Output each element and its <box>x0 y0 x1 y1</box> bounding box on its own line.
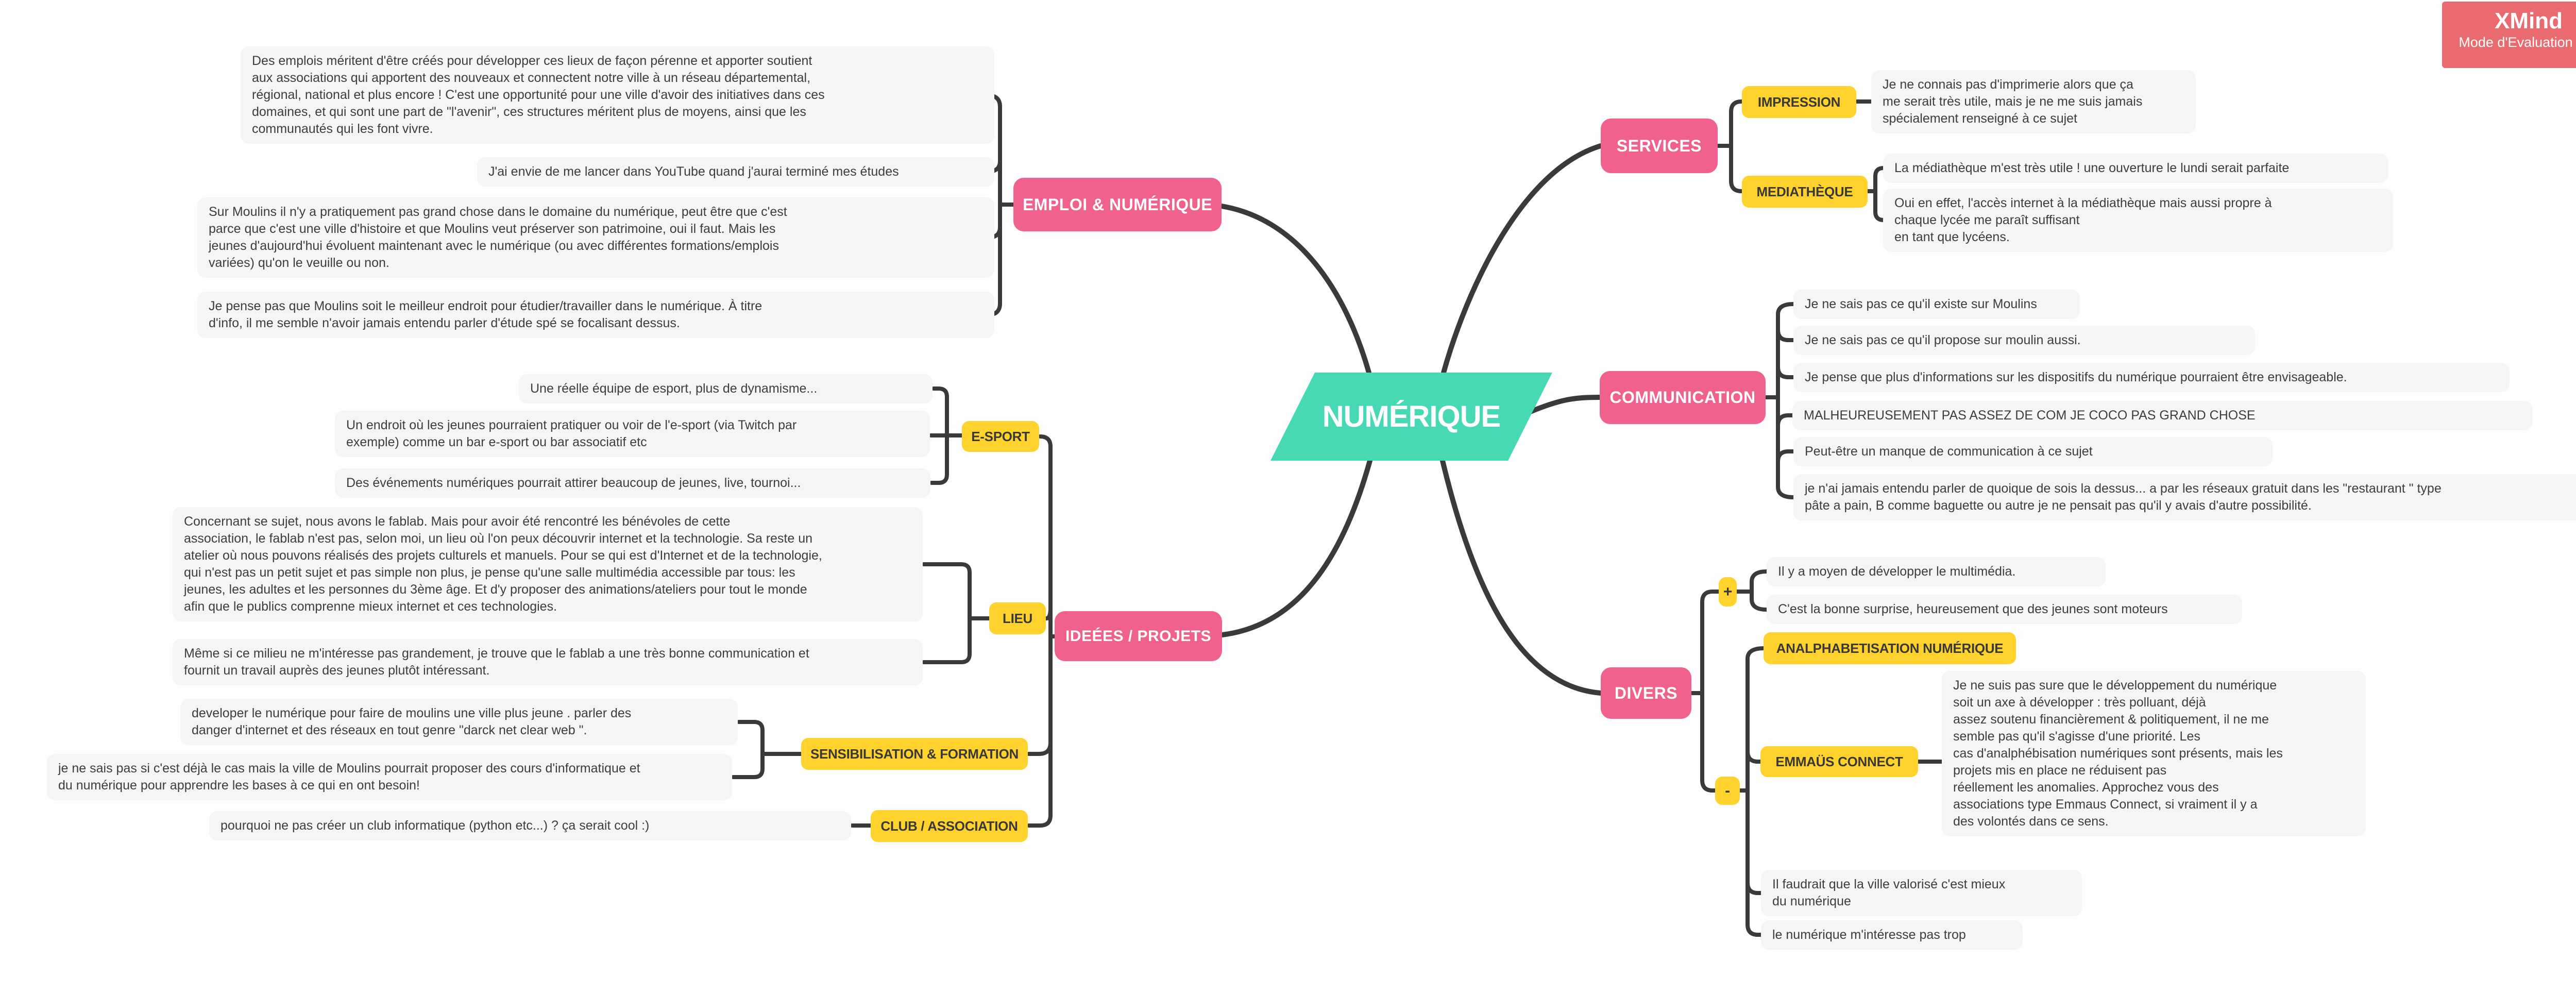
topic-services[interactable]: SERVICES <box>1601 119 1718 173</box>
note-interesse-pas-trop[interactable]: le numérique m'intéresse pas trop <box>1761 920 2023 950</box>
note-ville-plus-jeune[interactable]: developer le numérique pour faire de mou… <box>180 699 738 745</box>
xmind-evaluation-badge: XMind Mode d'Evaluation <box>2442 2 2576 68</box>
subtopic-emmaus-connect[interactable]: EMMAÜS CONNECT <box>1760 746 1918 777</box>
subtopic-minus[interactable]: - <box>1715 777 1740 805</box>
note-developper-multimedia[interactable]: Il y a moyen de développer le multimédia… <box>1767 557 2106 586</box>
bracket-communication-hook-4 <box>1776 413 1795 428</box>
branch-numerique-services <box>1441 143 1603 375</box>
central-topic-numerique[interactable]: NUMÉRIQUE <box>1270 373 1552 461</box>
note-emplois-merites[interactable]: Des emplois méritent d'être créés pour d… <box>241 46 994 144</box>
note-jeunes-moteurs[interactable]: C'est la bonne surprise, heureusement qu… <box>1767 595 2242 624</box>
bracket-idees-hook-sensibilisation <box>1027 740 1053 756</box>
branch-numerique-divers <box>1440 458 1603 696</box>
note-pas-assez-de-com[interactable]: MALHEUREUSEMENT PAS ASSEZ DE COM JE COCO… <box>1792 401 2532 430</box>
note-bar-esport[interactable]: Un endroit où les jeunes pourraient prat… <box>335 411 930 457</box>
note-manque-communication[interactable]: Peut-être un manque de communication à c… <box>1793 437 2273 466</box>
bracket-communication-hook-2 <box>1776 328 1795 342</box>
branch-numerique-communication <box>1527 395 1602 415</box>
xmind-brand-label: XMind <box>2495 8 2563 33</box>
subtopic-esport[interactable]: E-SPORT <box>962 421 1039 452</box>
topic-communication[interactable]: COMMUNICATION <box>1600 371 1766 424</box>
note-acces-internet-lycee[interactable]: Oui en effet, l'accès internet à la médi… <box>1883 189 2393 252</box>
subtopic-impression[interactable]: IMPRESSION <box>1742 86 1856 118</box>
note-moulins-patrimoine[interactable]: Sur Moulins il n'y a pratiquement pas gr… <box>197 197 994 278</box>
note-imprimerie[interactable]: Je ne connais pas d'imprimerie alors que… <box>1871 70 2196 133</box>
bracket-lieu-trunk <box>922 562 972 664</box>
note-youtube[interactable]: J'ai envie de me lancer dans YouTube qua… <box>477 157 994 187</box>
subtopic-plus[interactable]: + <box>1719 577 1737 607</box>
note-fablab-communication[interactable]: Même si ce milieu ne m'intéresse pas gra… <box>173 639 923 685</box>
subtopic-analphabetisation-numerique[interactable]: ANALPHABETISATION NUMÉRIQUE <box>1764 632 2016 664</box>
bracket-communication-hook-3 <box>1776 365 1795 379</box>
subtopic-club-association[interactable]: CLUB / ASSOCIATION <box>871 810 1028 842</box>
bracket-idees-hook-lieu <box>1044 606 1053 620</box>
topic-idees-projets[interactable]: IDEÉES / PROJETS <box>1055 611 1222 661</box>
topic-emploi-numerique[interactable]: EMPLOI & NUMÉRIQUE <box>1013 178 1222 231</box>
note-cours-informatique[interactable]: je ne sais pas si c'est déjà le cas mais… <box>47 754 732 800</box>
bracket-communication-trunk <box>1776 302 1795 499</box>
subtopic-sensibilisation-formation[interactable]: SENSIBILISATION & FORMATION <box>801 738 1028 770</box>
note-equipe-esport[interactable]: Une réelle équipe de esport, plus de dyn… <box>519 374 933 403</box>
note-propose-sur-moulin[interactable]: Je ne sais pas ce qu'il propose sur moul… <box>1793 326 2255 355</box>
note-existe-sur-moulins[interactable]: Je ne sais pas ce qu'il existe sur Mouli… <box>1793 290 2080 319</box>
note-reseaux-gratuit-restaurant[interactable]: je n'ai jamais entendu parler de quoique… <box>1793 474 2576 520</box>
bracket-sensibilisation-trunk <box>731 720 765 779</box>
bracket-plus-trunk <box>1750 569 1769 612</box>
note-evenements-numeriques[interactable]: Des événements numériques pourrait attir… <box>335 468 930 498</box>
note-mediatheque-lundi[interactable]: La médiathèque m'est très utile ! une ou… <box>1883 154 2388 183</box>
bracket-communication-hook-5 <box>1776 449 1795 464</box>
xmind-mode-label: Mode d'Evaluation <box>2459 35 2573 50</box>
bracket-divers-trunk <box>1700 590 1721 793</box>
note-fablab[interactable]: Concernant se sujet, nous avons le fabla… <box>173 507 923 621</box>
bracket-minus-hook-emmaus <box>1745 749 1763 764</box>
bracket-minus-trunk <box>1745 646 1766 937</box>
branch-numerique-idees <box>1219 458 1372 637</box>
note-emmaus-connect[interactable]: Je ne suis pas sure que le développement… <box>1942 671 2366 836</box>
bracket-minus-hook-note1 <box>1745 881 1763 895</box>
note-ville-valorise[interactable]: Il faudrait que la ville valorisé c'est … <box>1761 870 2082 916</box>
note-club-python[interactable]: pourquoi ne pas créer un club informatiq… <box>209 811 851 840</box>
note-etudier-travailler[interactable]: Je pense pas que Moulins soit le meilleu… <box>197 292 994 338</box>
subtopic-lieu[interactable]: LIEU <box>989 602 1046 634</box>
note-plus-informations[interactable]: Je pense que plus d'informations sur les… <box>1793 363 2510 392</box>
bracket-mediatheque-trunk <box>1873 166 1886 222</box>
bracket-idees-trunk <box>1027 434 1053 828</box>
subtopic-mediatheque[interactable]: MEDIATHÈQUE <box>1742 176 1868 208</box>
topic-divers[interactable]: DIVERS <box>1601 667 1691 719</box>
branch-numerique-emploi <box>1219 204 1371 375</box>
